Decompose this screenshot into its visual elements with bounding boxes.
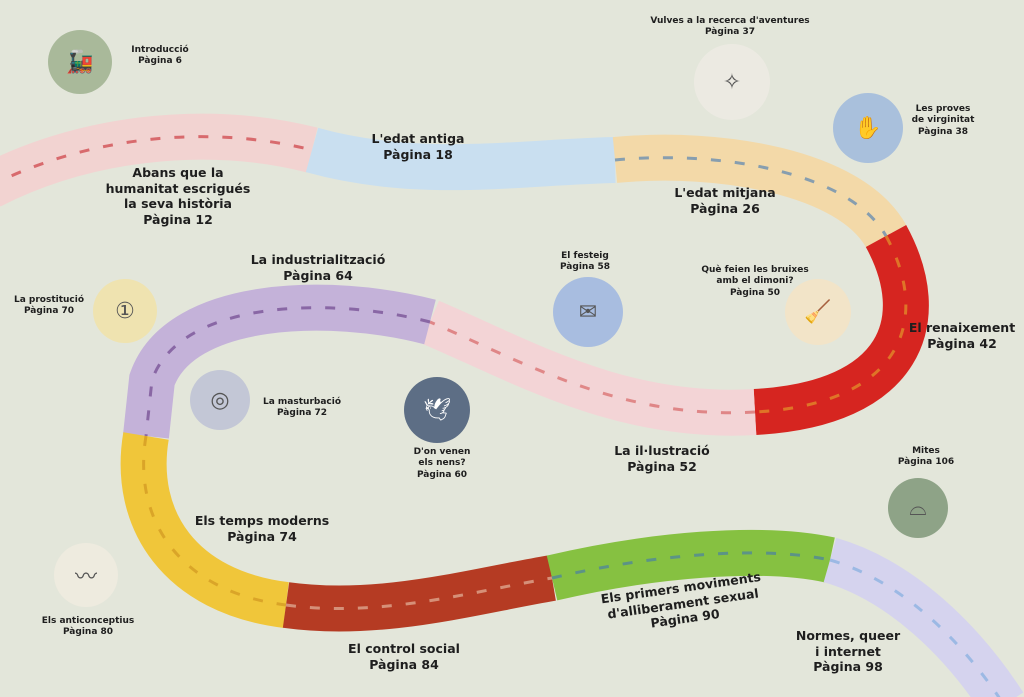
topic-prostitution[interactable]: La prostitució Pàgina 70 xyxy=(13,295,85,317)
creature-icon[interactable]: ✧ xyxy=(694,44,770,120)
chapter-middle-ages[interactable]: L'edat mitjana Pàgina 26 xyxy=(674,185,776,216)
road-pattern-enlightenment xyxy=(429,320,756,415)
road-pattern-modern-times xyxy=(142,435,287,607)
topic-contraceptives[interactable]: Els anticonceptius Pàgina 80 xyxy=(41,616,135,638)
road-pattern-liberation xyxy=(551,551,831,580)
topic-intro[interactable]: Introducció Pàgina 6 xyxy=(131,45,189,67)
letter-icon[interactable]: ✉ xyxy=(553,277,623,347)
topic-babies[interactable]: D'on venen els nens? Pàgina 60 xyxy=(413,447,471,480)
train-icon[interactable]: 🚂 xyxy=(48,30,112,94)
box-icon[interactable]: ◎ xyxy=(190,370,250,430)
coin-icon[interactable]: ① xyxy=(93,279,157,343)
topic-courtship[interactable]: El festeig Pàgina 58 xyxy=(559,251,611,273)
hand-icon[interactable]: ✋ xyxy=(833,93,903,163)
road-pattern-renaissance xyxy=(754,235,908,414)
chapter-enlightenment[interactable]: La il·lustració Pàgina 52 xyxy=(614,443,710,474)
road-pattern-internet xyxy=(829,558,1001,697)
topic-myths[interactable]: Mites Pàgina 106 xyxy=(897,446,955,468)
road-pattern-middle-ages xyxy=(614,156,888,237)
topic-masturbation[interactable]: La masturbació Pàgina 72 xyxy=(262,397,342,419)
topic-vulves[interactable]: Vulves a la recerca d'aventures Pàgina 3… xyxy=(650,16,810,38)
witch-icon[interactable]: 🧹 xyxy=(785,279,851,345)
road-segment-social-control xyxy=(282,555,556,632)
condom-icon[interactable]: 〰 xyxy=(54,543,118,607)
road-segment-prehistory xyxy=(0,113,318,207)
chapter-modern-times[interactable]: Els temps moderns Pàgina 74 xyxy=(194,513,330,544)
chapter-prehistory[interactable]: Abans que la humanitat escrigués la seva… xyxy=(105,165,251,227)
chapter-ancient[interactable]: L'edat antiga Pàgina 18 xyxy=(371,131,465,162)
chapter-social-control[interactable]: El control social Pàgina 84 xyxy=(348,641,460,672)
stork-icon[interactable]: 🕊 xyxy=(404,377,470,443)
road-pattern-industrialization xyxy=(144,306,431,437)
road-segment-liberation xyxy=(546,529,835,601)
road-segment-ancient xyxy=(305,127,616,191)
topic-witches[interactable]: Què feien les bruixes amb el dimoni? Pàg… xyxy=(701,265,809,298)
topic-virginity[interactable]: Les proves de virginitat Pàgina 38 xyxy=(911,104,975,137)
chapter-renaissance[interactable]: El renaixement Pàgina 42 xyxy=(908,320,1016,351)
belt-icon[interactable]: ⌓ xyxy=(888,478,948,538)
chapter-internet[interactable]: Normes, queer i internet Pàgina 98 xyxy=(795,628,901,675)
chapter-industrialization[interactable]: La industrialització Pàgina 64 xyxy=(250,252,386,283)
